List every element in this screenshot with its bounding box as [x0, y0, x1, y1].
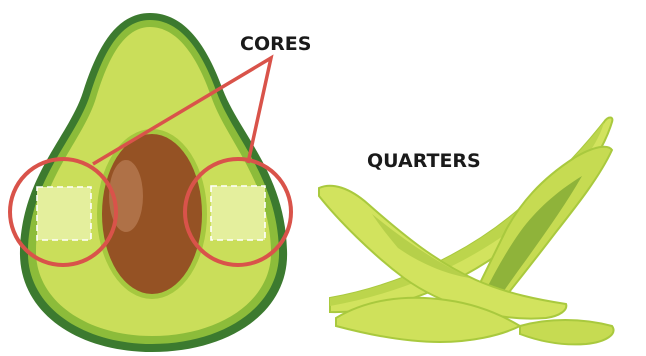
- core-square-right: [211, 186, 265, 240]
- quarter-slice-right: [520, 320, 614, 344]
- cores-label: CORES: [240, 33, 311, 55]
- core-square-left: [37, 187, 91, 240]
- quarters-label: QUARTERS: [367, 150, 481, 172]
- avocado-half: [10, 13, 291, 352]
